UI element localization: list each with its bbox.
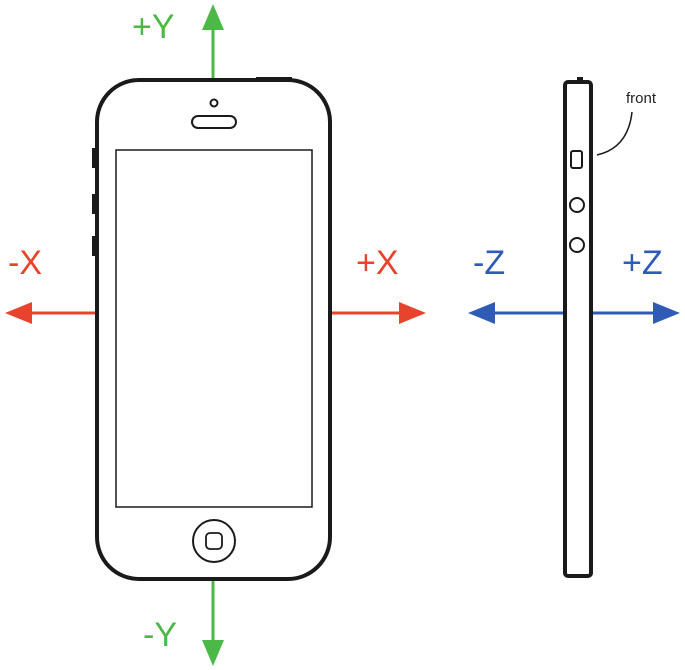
front-pointer-line <box>596 111 633 156</box>
side-volume-up-button <box>569 197 585 213</box>
minus-y-label: -Y <box>143 616 177 654</box>
phone-front-view <box>92 77 332 581</box>
minus-x-label: -X <box>8 244 42 282</box>
minus-y-arrowhead <box>202 640 224 666</box>
earpiece-speaker <box>191 115 237 129</box>
side-volume-down-button <box>569 237 585 253</box>
minus-z-label: -Z <box>473 244 506 282</box>
side-mute-switch <box>570 150 583 169</box>
y-axis <box>202 4 224 666</box>
x-axis <box>5 302 426 324</box>
side-top-button <box>577 77 583 82</box>
phone-side-view <box>563 77 633 578</box>
plus-x-label: +X <box>356 244 399 282</box>
plus-x-arrowhead <box>399 302 426 324</box>
home-button <box>192 519 236 563</box>
front-camera <box>209 98 219 108</box>
phone-body <box>95 78 332 581</box>
minus-z-arrowhead <box>468 302 495 324</box>
front-label: front <box>626 90 657 107</box>
plus-z-label: +Z <box>622 244 663 282</box>
plus-y-label: +Y <box>132 8 175 46</box>
phone-screen <box>115 149 313 508</box>
plus-z-arrowhead <box>653 302 680 324</box>
z-axis <box>468 302 680 324</box>
plus-y-arrowhead <box>202 4 224 30</box>
minus-x-arrowhead <box>5 302 32 324</box>
phone-side-body <box>563 80 593 578</box>
home-button-square-icon <box>205 532 223 550</box>
